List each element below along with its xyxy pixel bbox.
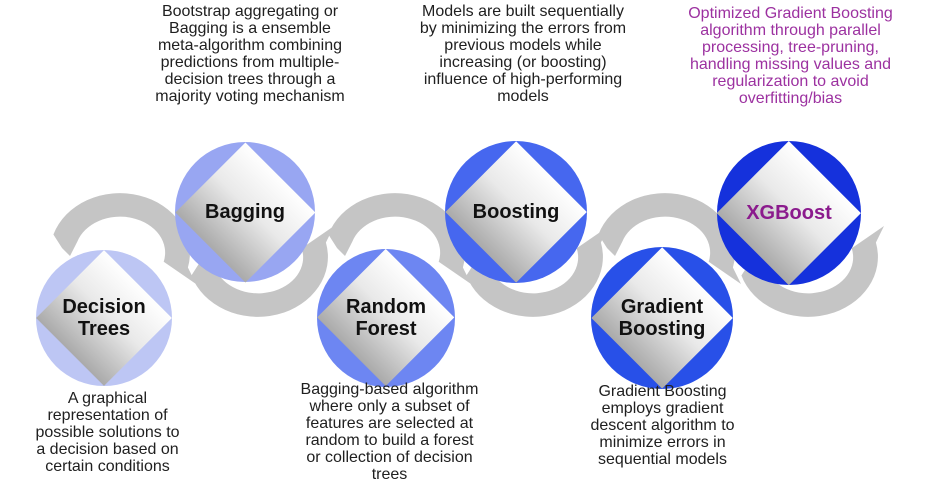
description-gradient-boosting: Gradient Boosting employs gradient desce… bbox=[590, 383, 735, 468]
node-label-xgboost: XGBoost bbox=[746, 201, 832, 224]
node-label-gradient-boosting: Gradient Boosting bbox=[618, 295, 706, 340]
description-random-forest: Bagging-based algorithm where only a sub… bbox=[300, 381, 479, 483]
description-boosting: Models are built sequentially by minimiz… bbox=[419, 3, 627, 105]
node-label-decision-trees: Decision Trees bbox=[62, 295, 146, 340]
node-random-forest: Random Forest bbox=[317, 249, 455, 387]
node-xgboost: XGBoost bbox=[717, 141, 861, 285]
node-gradient-boosting: Gradient Boosting bbox=[591, 247, 733, 389]
description-xgboost: Optimized Gradient Boosting algorithm th… bbox=[688, 5, 893, 107]
node-bagging: Bagging bbox=[175, 142, 315, 282]
node-label-boosting: Boosting bbox=[472, 200, 560, 223]
node-decision-trees: Decision Trees bbox=[36, 250, 172, 386]
node-label-bagging: Bagging bbox=[205, 200, 285, 223]
node-boosting: Boosting bbox=[445, 141, 587, 283]
description-decision-trees: A graphical representation of possible s… bbox=[35, 390, 180, 475]
node-label-random-forest: Random Forest bbox=[346, 295, 426, 340]
description-bagging: Bootstrap aggregating or Bagging is a en… bbox=[155, 3, 345, 105]
